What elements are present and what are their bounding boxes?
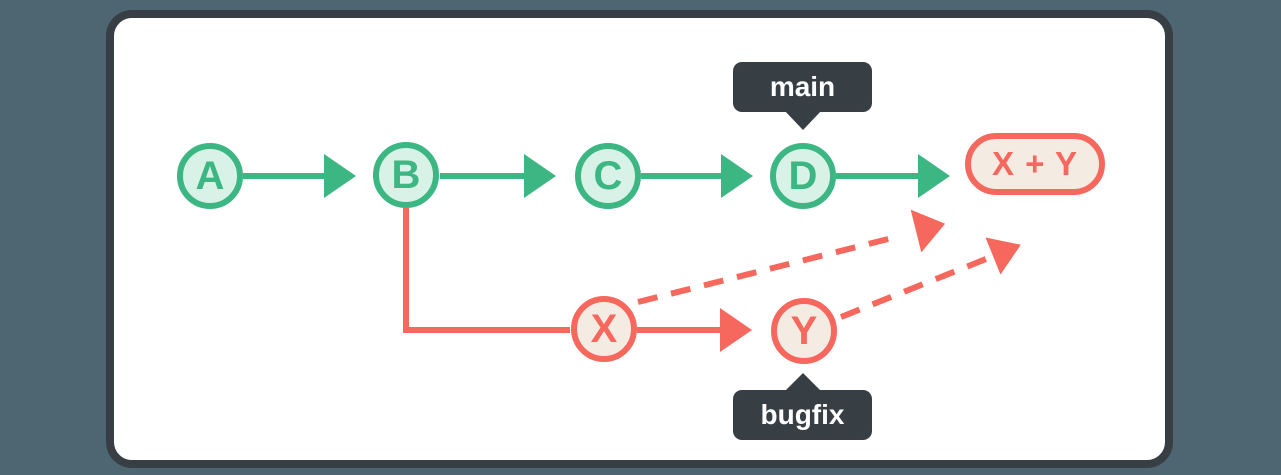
- commit-node-a: A: [177, 143, 243, 209]
- bugfix-tag-pointer-icon: [783, 373, 822, 392]
- commit-node-x: X: [571, 296, 637, 362]
- bugfix-branch-tag-text: bugfix: [760, 399, 845, 430]
- commit-label-d: D: [788, 154, 818, 198]
- main-branch-tag-text: main: [769, 71, 836, 102]
- commit-label-a: A: [195, 154, 225, 198]
- commit-label-b: B: [391, 153, 421, 197]
- bugfix-branch-tag: bugfix: [733, 373, 872, 440]
- commit-node-b: B: [373, 142, 439, 208]
- commit-node-y: Y: [771, 298, 837, 364]
- commit-node-d: D: [770, 143, 836, 209]
- commit-node-c: C: [575, 143, 641, 209]
- commit-label-x: X: [590, 307, 618, 351]
- merge-result-node: X + Y: [965, 133, 1105, 195]
- merge-result-label: X + Y: [991, 145, 1079, 182]
- diagram-card: [106, 10, 1173, 468]
- commit-label-c: C: [593, 154, 623, 198]
- commit-label-y: Y: [790, 309, 818, 353]
- main-tag-pointer-icon: [783, 110, 822, 130]
- main-branch-tag: main: [733, 62, 872, 130]
